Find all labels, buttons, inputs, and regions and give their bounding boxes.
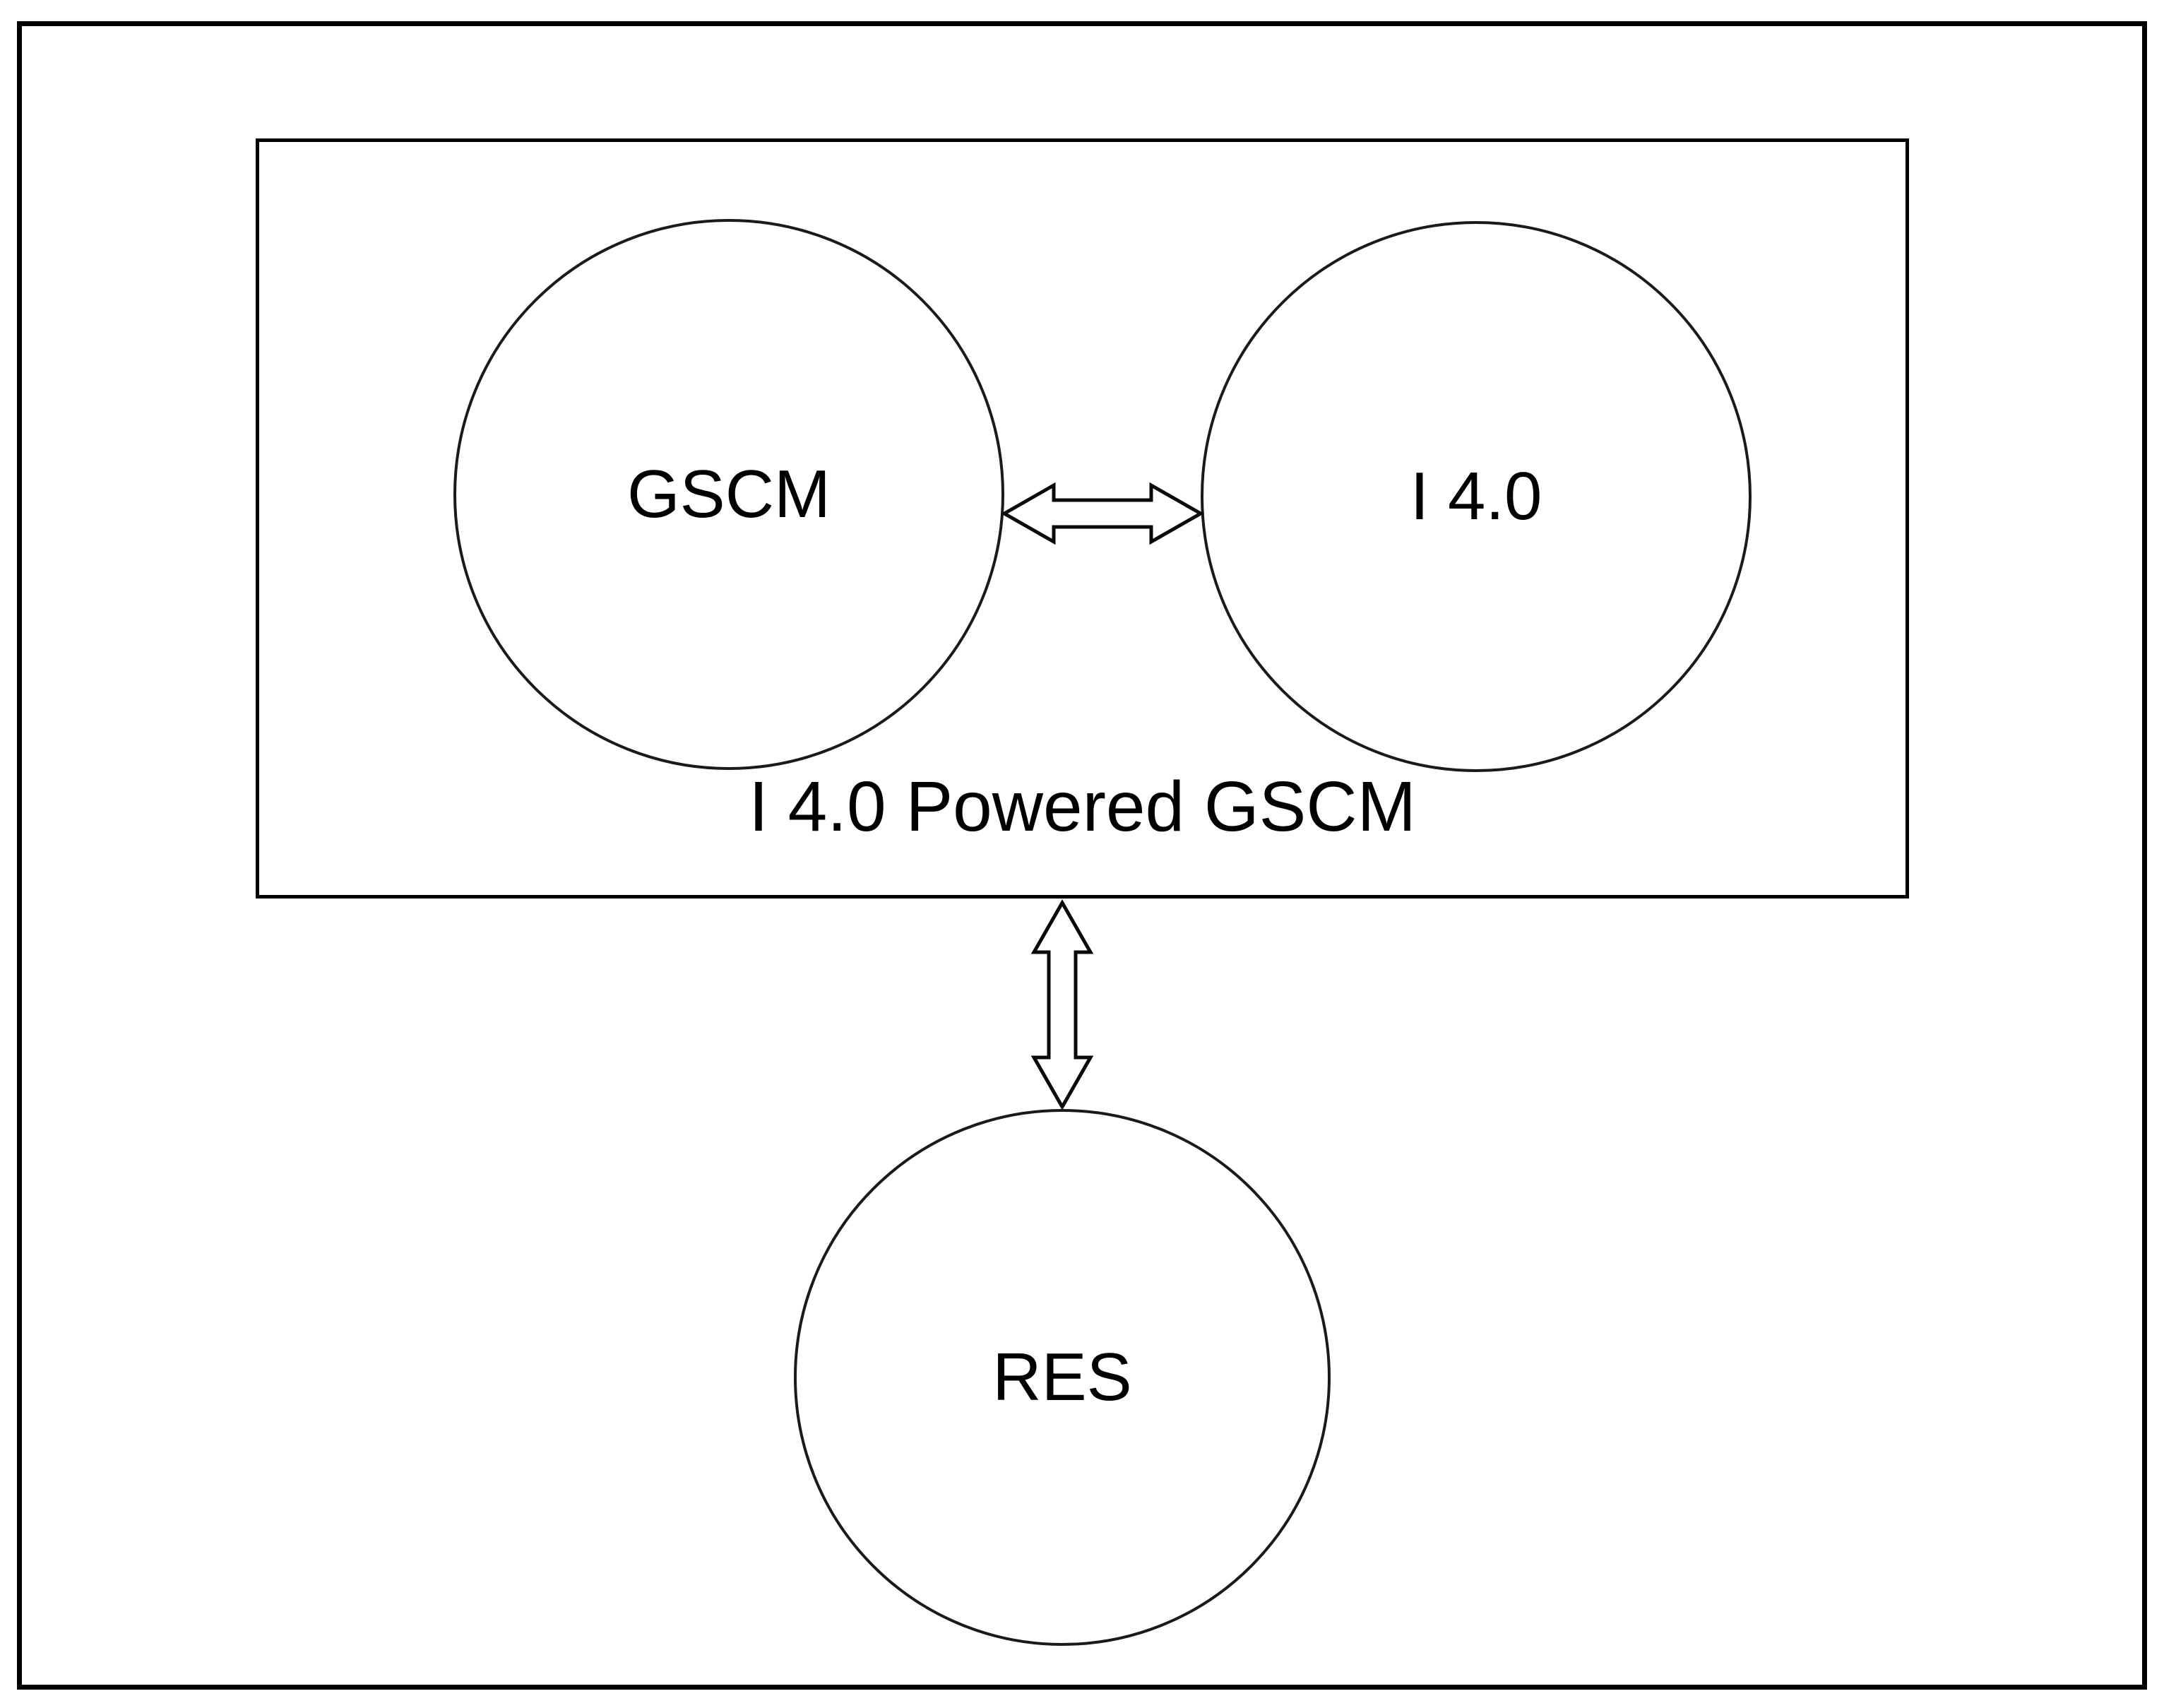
i40-powered-gscm-group-box — [256, 138, 1909, 899]
outer-frame — [17, 21, 2147, 1690]
group-box-caption: I 4.0 Powered GSCM — [749, 767, 1416, 846]
gscm-node: GSCM — [453, 219, 1004, 770]
res-node-label: RES — [992, 1339, 1132, 1415]
i40-node-label: I 4.0 — [1410, 458, 1542, 534]
i40-node: I 4.0 — [1201, 221, 1752, 772]
res-node: RES — [794, 1109, 1331, 1646]
gscm-node-label: GSCM — [627, 456, 831, 532]
